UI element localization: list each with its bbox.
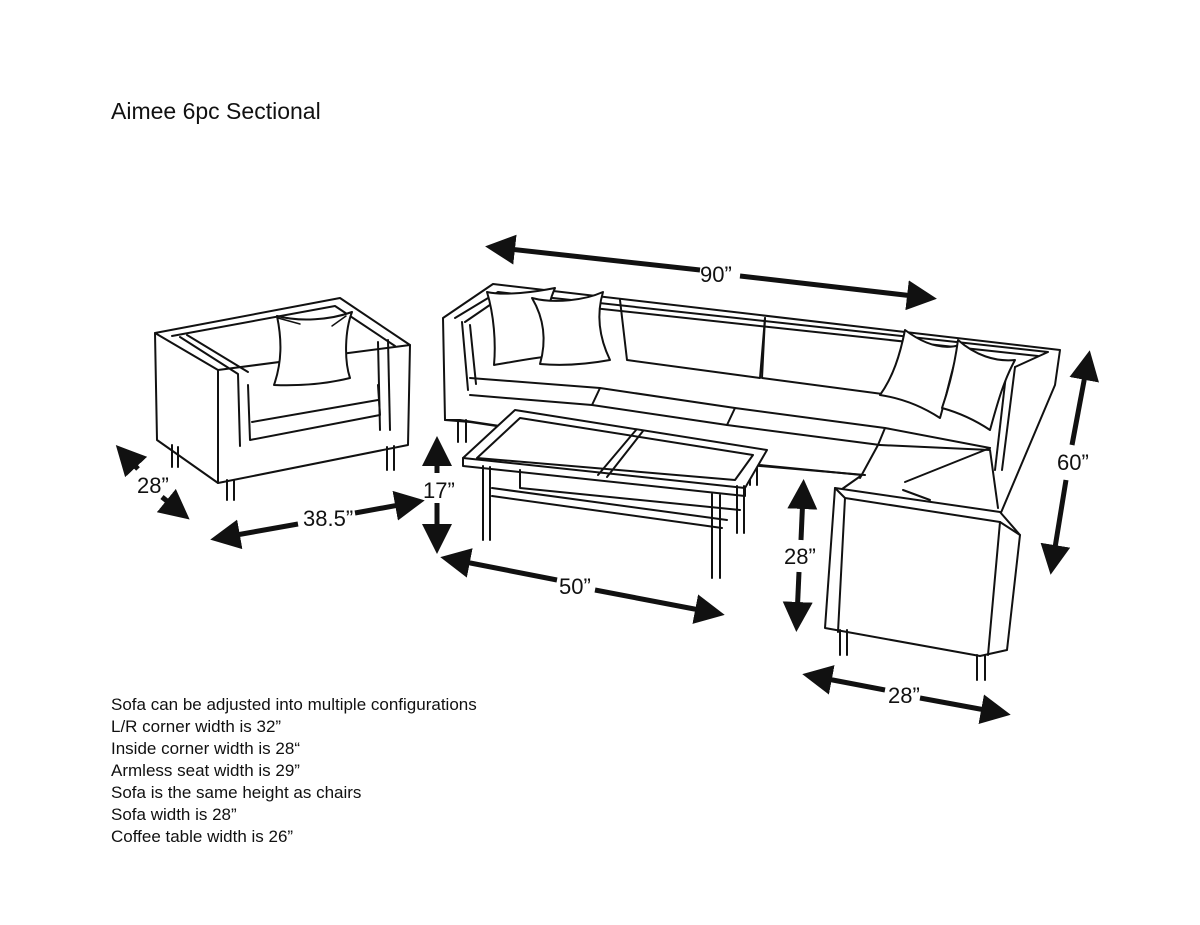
sofa-end-section [824,447,1021,681]
notes-list: Sofa can be adjusted into multiple confi… [111,694,477,848]
dim-label-28-end: 28” [888,683,920,708]
note-line: Sofa is the same height as chairs [111,783,362,802]
arrow-28-height [787,479,818,541]
dim-label-50: 50” [559,574,591,599]
arrow-28-end [802,665,886,695]
arrow-38-5 [210,519,299,550]
arrow-28-chair [115,444,148,478]
armchair [154,297,411,501]
arrow-90 [485,234,701,273]
dimension-arrows [115,234,1099,725]
dim-label-60: 60” [1057,450,1089,475]
sectional-sofa [442,283,1061,516]
note-line: Sofa width is 28” [111,805,237,824]
dim-label-17: 17” [423,478,455,503]
note-line: L/R corner width is 32” [111,717,282,736]
note-line: Coffee table width is 26” [111,827,294,846]
dim-label-38-5: 38.5” [303,506,353,531]
coffee-table [462,409,768,579]
note-line: Inside corner width is 28“ [111,739,300,758]
arrow-50 [440,548,558,583]
note-line: Sofa can be adjusted into multiple confi… [111,695,477,714]
dim-label-90: 90” [700,262,732,287]
note-line: Armless seat width is 29” [111,761,300,780]
arrow-60 [1069,350,1099,446]
dim-label-28-height: 28” [784,544,816,569]
dim-label-28-chair: 28” [137,473,169,498]
diagram-title: Aimee 6pc Sectional [111,98,321,124]
